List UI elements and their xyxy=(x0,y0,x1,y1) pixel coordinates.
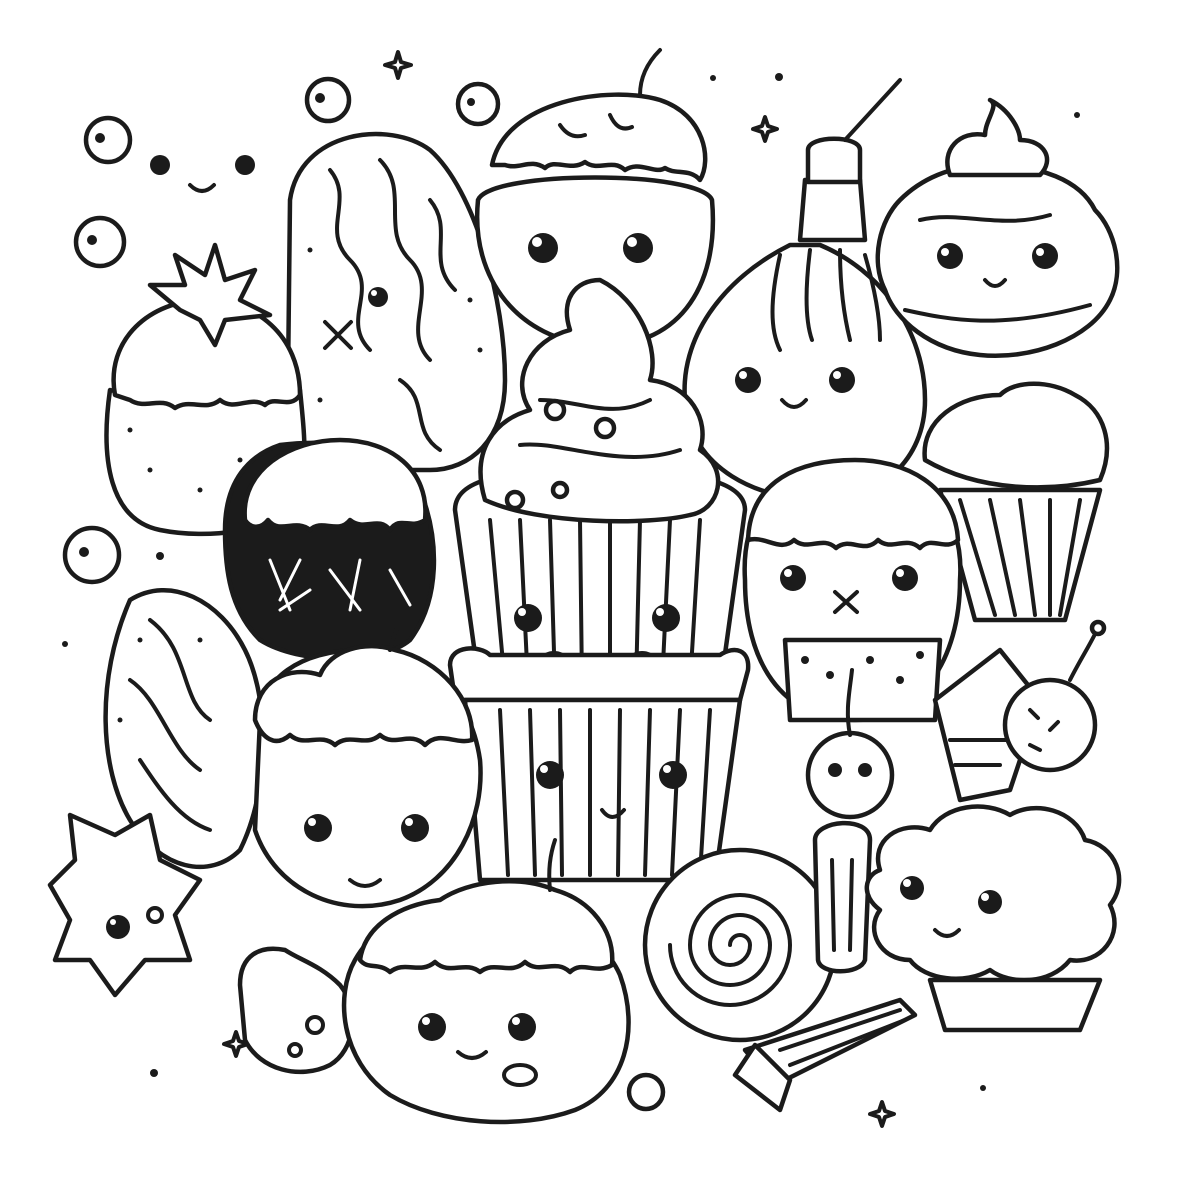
round-bun xyxy=(237,946,355,1075)
bubble xyxy=(83,115,133,165)
sparkle-decorations xyxy=(62,50,1080,1128)
cherry-cupcake xyxy=(932,619,1107,803)
long-bread xyxy=(285,131,508,473)
croissant xyxy=(103,588,266,870)
chef-muffin xyxy=(742,457,963,723)
bubble xyxy=(626,1072,666,1112)
acorn-cake xyxy=(474,48,716,348)
leaf-blob xyxy=(252,608,483,909)
bubble xyxy=(304,76,352,124)
small-cupcake xyxy=(922,381,1110,623)
swirl-roll xyxy=(642,847,838,1043)
cupcake-center xyxy=(452,277,748,693)
cupcake-lower xyxy=(447,646,751,883)
leaf-cake xyxy=(341,838,631,1125)
bubble xyxy=(455,81,501,127)
bubble xyxy=(73,215,127,269)
fluffy-cloud xyxy=(864,804,1122,1033)
chocolate-dome xyxy=(222,437,437,661)
popsicle xyxy=(732,997,918,1113)
pickle-stick xyxy=(805,668,895,974)
bubble-decorations xyxy=(62,76,666,1112)
floating-face xyxy=(150,155,255,193)
bubble xyxy=(62,525,122,585)
star-cookie xyxy=(47,812,203,998)
onion-bell xyxy=(682,78,928,503)
cloud-muffin xyxy=(875,97,1120,358)
